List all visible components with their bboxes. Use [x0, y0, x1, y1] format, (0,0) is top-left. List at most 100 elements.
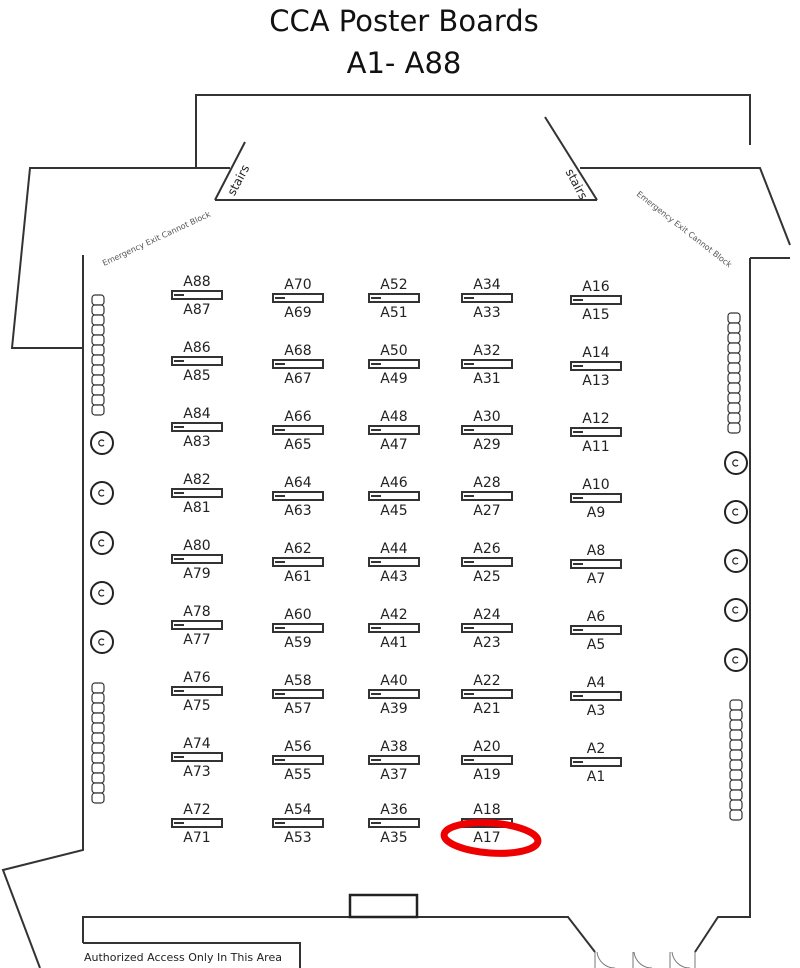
chair-icon	[91, 354, 105, 366]
chair-icon	[729, 789, 743, 801]
board-label-top: A28	[473, 475, 500, 491]
board-label-top: A14	[582, 345, 609, 361]
board-mark	[174, 822, 184, 824]
board-label-bottom: A41	[380, 635, 407, 651]
board-label-top: A12	[582, 411, 609, 427]
board-label-top: A66	[284, 409, 311, 425]
board-shape	[461, 623, 513, 633]
board-shape	[461, 689, 513, 699]
board-mark	[371, 759, 381, 761]
stairs-right	[544, 116, 598, 201]
chair-icon	[727, 342, 741, 354]
board-label-bottom: A13	[582, 373, 609, 389]
chair-icon	[729, 759, 743, 771]
board-label-bottom: A47	[380, 437, 407, 453]
board-label-bottom: A83	[183, 434, 210, 450]
board-shape	[461, 359, 513, 369]
board-mark	[573, 497, 583, 499]
board-label-top: A56	[284, 739, 311, 755]
board-label-bottom: A59	[284, 635, 311, 651]
board-shape	[171, 818, 223, 828]
board-mark	[573, 761, 583, 763]
board-label-bottom: A49	[380, 371, 407, 387]
board-label-bottom: A1	[587, 769, 605, 785]
board-shape	[368, 425, 420, 435]
chair-icon	[91, 772, 105, 784]
board-mark	[275, 495, 285, 497]
board-shape	[272, 557, 324, 567]
board-mark	[174, 492, 184, 494]
chair-icon	[729, 739, 743, 751]
doors	[594, 951, 696, 968]
board-label-top: A48	[380, 409, 407, 425]
chair-icon	[91, 364, 105, 376]
round-table-icon	[90, 630, 114, 654]
board-shape	[461, 491, 513, 501]
board-label-bottom: A85	[183, 368, 210, 384]
board-label-bottom: A35	[380, 830, 407, 846]
board-shape	[272, 491, 324, 501]
board-label-top: A68	[284, 343, 311, 359]
stairs-left	[214, 141, 246, 201]
board-shape	[570, 427, 622, 437]
chair-icon	[91, 314, 105, 326]
board-label-bottom: A51	[380, 305, 407, 321]
chair-icon	[91, 304, 105, 316]
board-shape	[171, 356, 223, 366]
round-table-icon	[724, 648, 748, 672]
board-mark	[174, 558, 184, 560]
board-label-bottom: A15	[582, 307, 609, 323]
board-mark	[371, 429, 381, 431]
board-mark	[275, 627, 285, 629]
board-mark	[464, 363, 474, 365]
board-label-bottom: A65	[284, 437, 311, 453]
board-mark	[371, 693, 381, 695]
chair-icon	[729, 799, 743, 811]
board-mark	[573, 695, 583, 697]
board-label-top: A62	[284, 541, 311, 557]
